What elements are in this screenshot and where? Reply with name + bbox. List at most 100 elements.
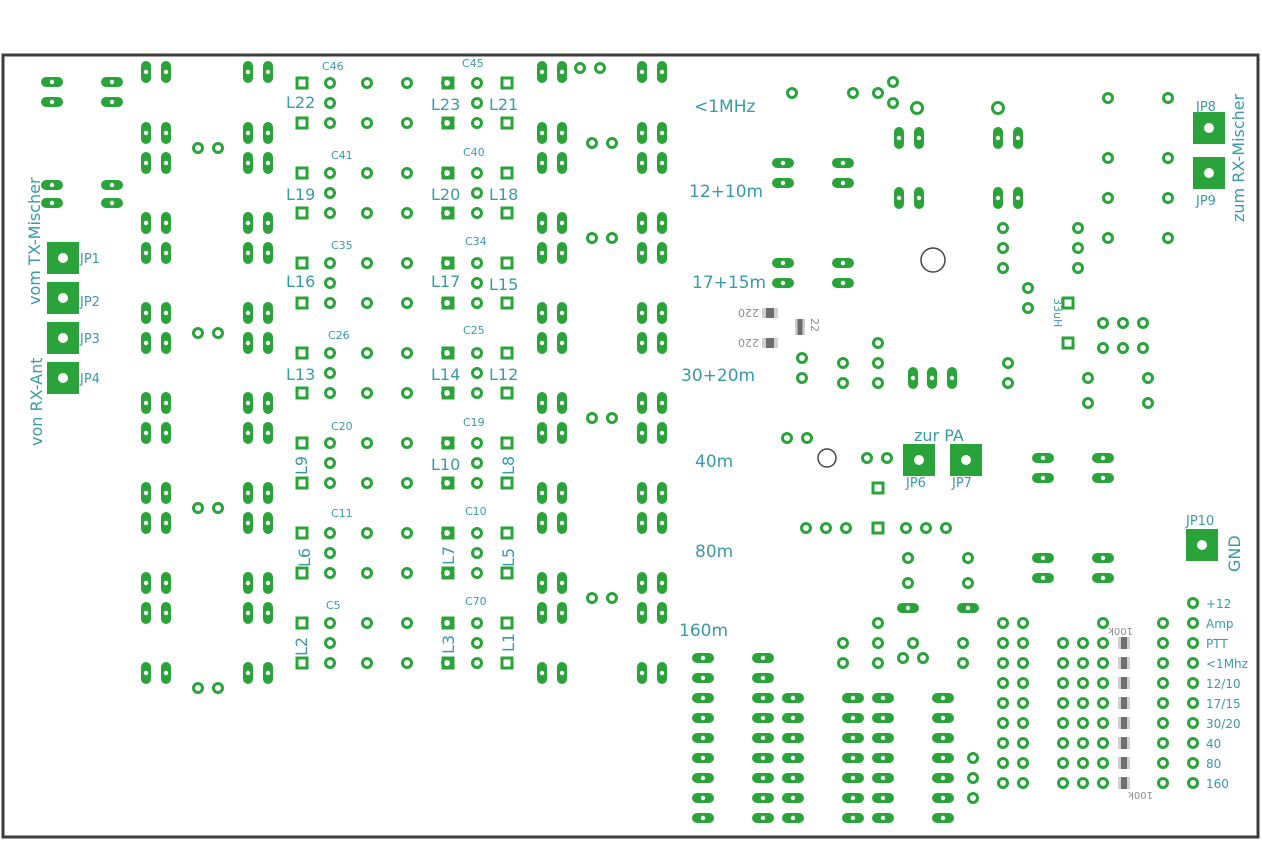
via-pad [837, 637, 849, 649]
drill-hole [700, 675, 706, 681]
drill-hole [760, 735, 766, 741]
drill-hole [1197, 540, 1207, 550]
label-vom-tx-mischer: vom TX-Mischer [25, 177, 44, 305]
via-pad [401, 657, 413, 669]
drill-hole [790, 735, 796, 741]
drill-hole [896, 195, 902, 201]
via-pad [902, 577, 914, 589]
via-pad [324, 297, 336, 309]
drill-hole [700, 775, 706, 781]
via-pad [1057, 637, 1069, 649]
via-pad [1157, 737, 1169, 749]
via-pad [1017, 677, 1029, 689]
via-pad [212, 502, 224, 514]
drill-hole [265, 400, 271, 406]
drill-hole [245, 520, 251, 526]
via-pad [361, 567, 373, 579]
drill-hole [163, 490, 169, 496]
via-pad [471, 367, 483, 379]
smd-pad-dark [1121, 777, 1127, 789]
drill-hole [163, 580, 169, 586]
via-pad [1097, 617, 1109, 629]
drill-hole [840, 280, 846, 286]
drill-hole [940, 695, 946, 701]
drill-hole [639, 340, 645, 346]
via-pad [1102, 192, 1114, 204]
via-pad [997, 222, 1009, 234]
via-pad [1077, 657, 1089, 669]
drill-hole [559, 610, 565, 616]
drill-hole [1040, 575, 1046, 581]
jp4-label: JP4 [79, 372, 100, 387]
via-pad [586, 412, 598, 424]
via-pad [1017, 777, 1029, 789]
drill-hole [940, 775, 946, 781]
jp3-label: JP3 [79, 332, 100, 347]
drill-hole [559, 310, 565, 316]
via-pad [361, 77, 373, 89]
coil-l6: L6 [295, 548, 314, 567]
via-pad [471, 97, 483, 109]
via-pad [1017, 757, 1029, 769]
via-pad [997, 697, 1009, 709]
cap-c70: C70 [465, 595, 487, 608]
drill-hole [1040, 455, 1046, 461]
via-pad [192, 682, 204, 694]
drill-hole [143, 580, 149, 586]
square-pad [500, 256, 514, 270]
conn-label-1mhz: <1Mhz [1206, 657, 1248, 671]
via-pad [1102, 232, 1114, 244]
via-pad [361, 437, 373, 449]
drill-hole [559, 160, 565, 166]
via-pad [324, 437, 336, 449]
via-pad [471, 117, 483, 129]
via-pad [967, 752, 979, 764]
square-pad [441, 656, 455, 670]
square-pad [295, 526, 309, 540]
drill-hole [940, 815, 946, 821]
square-pad [441, 476, 455, 490]
drill-hole [639, 69, 645, 75]
drill-hole [143, 69, 149, 75]
via-pad [606, 592, 618, 604]
via-pad [786, 87, 798, 99]
label-zur-pa: zur PA [914, 426, 964, 445]
via-pad [401, 387, 413, 399]
via-pad [940, 522, 952, 534]
via-pad [324, 547, 336, 559]
drill-hole [1100, 475, 1106, 481]
via-pad [1157, 637, 1169, 649]
cap-c20: C20 [331, 420, 353, 433]
via-pad [957, 657, 969, 669]
via-pad [1002, 357, 1014, 369]
square-pad [441, 166, 455, 180]
via-pad [872, 377, 884, 389]
drill-hole [143, 340, 149, 346]
drill-hole [245, 160, 251, 166]
square-pad [295, 296, 309, 310]
square-pad [500, 296, 514, 310]
via-pad [1187, 757, 1199, 769]
band-label-80m: 80m [695, 542, 733, 562]
smd-pad-dark [1121, 657, 1127, 669]
band-label-12-10m: 12+10m [689, 182, 763, 202]
via-pad [324, 277, 336, 289]
drill-hole [163, 340, 169, 346]
drill-hole [143, 310, 149, 316]
drill-hole [143, 490, 149, 496]
drill-hole [163, 430, 169, 436]
conn-label-30-20: 30/20 [1206, 717, 1241, 731]
drill-hole [265, 160, 271, 166]
via-pad [192, 502, 204, 514]
drill-hole [109, 79, 115, 85]
via-pad [471, 347, 483, 359]
via-pad [324, 367, 336, 379]
band-label-160m: 160m [679, 621, 728, 641]
via-pad [361, 257, 373, 269]
via-pad [401, 297, 413, 309]
via-pad [1057, 677, 1069, 689]
via-pad [324, 187, 336, 199]
via-pad [1077, 677, 1089, 689]
drill-hole [539, 580, 545, 586]
drill-hole [659, 130, 665, 136]
